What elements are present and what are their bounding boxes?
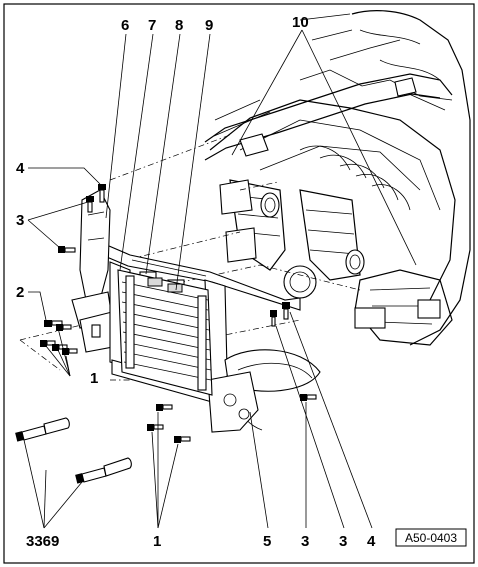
- bolt-item-4-right: [282, 302, 290, 320]
- radiator: [117, 269, 213, 396]
- callout-6: 6: [121, 17, 129, 34]
- diagram-frame: [3, 3, 475, 564]
- callout-4-left: 4: [16, 160, 25, 177]
- callout-9: 9: [205, 17, 213, 34]
- bolt-group-item-1-bottom: [147, 404, 191, 443]
- callout-10: 10: [292, 14, 309, 31]
- guide-pin-lower: [75, 457, 132, 484]
- reference-code: A50-0403: [405, 531, 457, 545]
- callouts: 10 6 7 8 9 4 3 2 1 3369 1 5 3 3 4: [16, 14, 376, 550]
- bolt-group-item-1-left: [40, 324, 78, 355]
- bolt-item-3-lower: [58, 246, 76, 253]
- bolt-item-4-upper: [98, 184, 106, 203]
- bolt-item-3-upper: [86, 196, 94, 213]
- leader-lines: [23, 29, 417, 529]
- bolts: [40, 184, 317, 443]
- reference-code-box: A50-0403: [395, 528, 467, 547]
- callout-3-bottom-a: 3: [301, 533, 309, 550]
- bolt-item-3-right: [270, 310, 277, 327]
- callout-2: 2: [16, 284, 24, 301]
- callout-1-left: 1: [90, 370, 98, 387]
- callout-3369: 3369: [26, 533, 59, 550]
- callout-8: 8: [175, 17, 183, 34]
- callout-5: 5: [263, 533, 271, 550]
- engine-assembly: [209, 10, 471, 346]
- bolt-item-3-bottom: [300, 394, 317, 401]
- callout-7: 7: [148, 17, 156, 34]
- callout-1-bottom: 1: [153, 533, 161, 550]
- upper-cross-member: [204, 73, 453, 161]
- callout-4-bottom: 4: [367, 533, 376, 550]
- callout-3-left: 3: [16, 212, 24, 229]
- special-tool-3369: [15, 417, 132, 484]
- guide-pin-upper: [15, 417, 70, 442]
- callout-3-bottom-b: 3: [339, 533, 347, 550]
